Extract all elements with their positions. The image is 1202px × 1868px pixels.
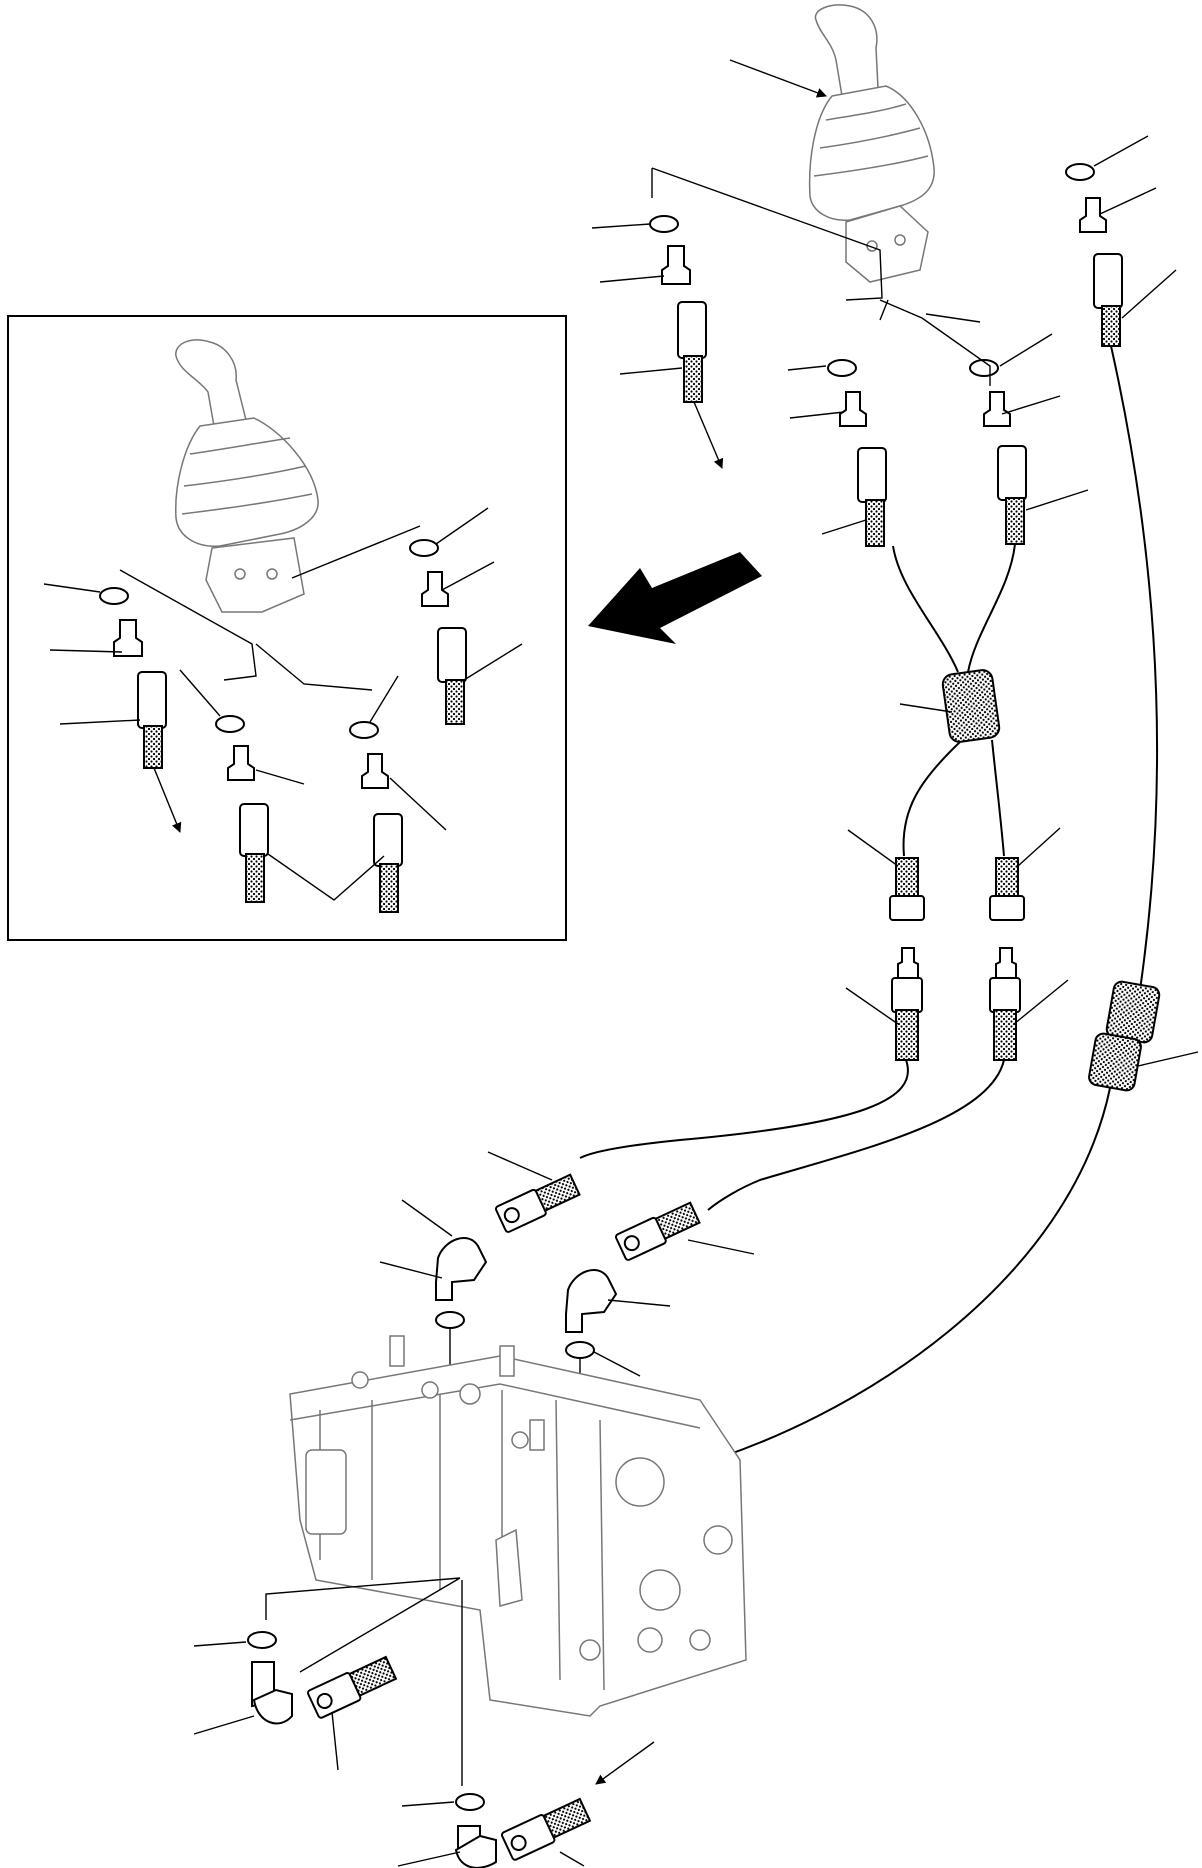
hose-assembly-top-left [591,167,883,469]
inset-detail-view [7,315,567,941]
hose-assembly-right [679,135,1199,1471]
control-valve [289,1335,747,1717]
joystick-main [729,4,935,283]
fittings-bottom [193,1577,655,1868]
hose-assembly-center [787,299,1089,743]
arrow-icon [588,552,762,644]
